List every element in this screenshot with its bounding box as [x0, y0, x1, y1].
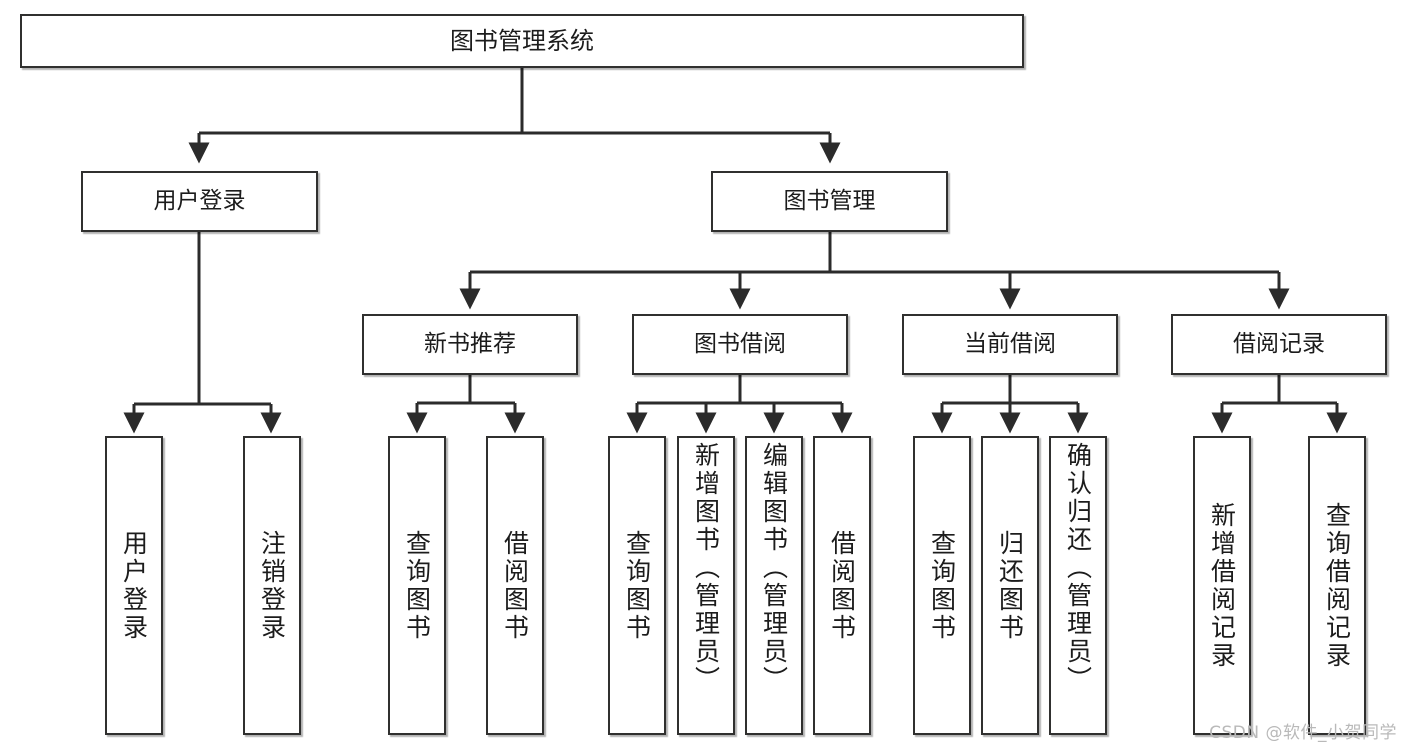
node-current-borrow[interactable]: 当前借阅: [902, 314, 1118, 375]
node-new-book-recommend[interactable]: 新书推荐: [362, 314, 578, 375]
node-borrow-record[interactable]: 借阅记录: [1171, 314, 1387, 375]
node-book-borrow[interactable]: 图书借阅: [632, 314, 848, 375]
leaf-user-login[interactable]: 用户登录: [105, 436, 163, 735]
csdn-watermark: CSDN @软件_小贺同学: [1209, 723, 1397, 743]
node-label: 确认归还（管理员）: [1063, 442, 1093, 694]
leaf-add-borrow-record[interactable]: 新增借阅记录: [1193, 436, 1251, 735]
leaf-query-book-recommend[interactable]: 查询图书: [388, 436, 446, 735]
leaf-add-book-admin[interactable]: 新增图书（管理员）: [677, 436, 735, 735]
leaf-edit-book-admin[interactable]: 编辑图书（管理员）: [745, 436, 803, 735]
node-label: 新书推荐: [424, 330, 516, 357]
leaf-user-logout[interactable]: 注销登录: [243, 436, 301, 735]
node-book-management[interactable]: 图书管理: [711, 171, 948, 232]
node-label: 查询图书: [402, 529, 432, 642]
node-label: 借阅记录: [1233, 330, 1325, 357]
node-label: 图书管理: [783, 187, 876, 214]
node-label: 新增借阅记录: [1207, 501, 1237, 670]
node-label: 用户登录: [153, 187, 246, 214]
node-label: 查询图书: [622, 529, 652, 642]
node-label: 借阅图书: [500, 529, 530, 642]
node-user-login[interactable]: 用户登录: [81, 171, 318, 232]
leaf-query-book-current[interactable]: 查询图书: [913, 436, 971, 735]
leaf-borrow-book[interactable]: 借阅图书: [813, 436, 871, 735]
node-label: 归还图书: [995, 529, 1025, 642]
node-label: 查询图书: [927, 529, 957, 642]
node-label: 编辑图书（管理员）: [759, 442, 789, 694]
node-label: 查询借阅记录: [1322, 501, 1352, 670]
leaf-borrow-book-recommend[interactable]: 借阅图书: [486, 436, 544, 735]
leaf-confirm-return-admin[interactable]: 确认归还（管理员）: [1049, 436, 1107, 735]
node-root-book-management-system[interactable]: 图书管理系统: [20, 14, 1024, 68]
leaf-query-book-borrow[interactable]: 查询图书: [608, 436, 666, 735]
node-label: 用户登录: [119, 529, 149, 642]
node-label: 图书借阅: [694, 330, 786, 357]
leaf-query-borrow-record[interactable]: 查询借阅记录: [1308, 436, 1366, 735]
node-label: 图书管理系统: [450, 26, 594, 55]
node-label: 当前借阅: [964, 330, 1056, 357]
node-label: 注销登录: [257, 529, 287, 642]
leaf-return-book[interactable]: 归还图书: [981, 436, 1039, 735]
node-label: 借阅图书: [827, 529, 857, 642]
node-label: 新增图书（管理员）: [691, 442, 721, 694]
